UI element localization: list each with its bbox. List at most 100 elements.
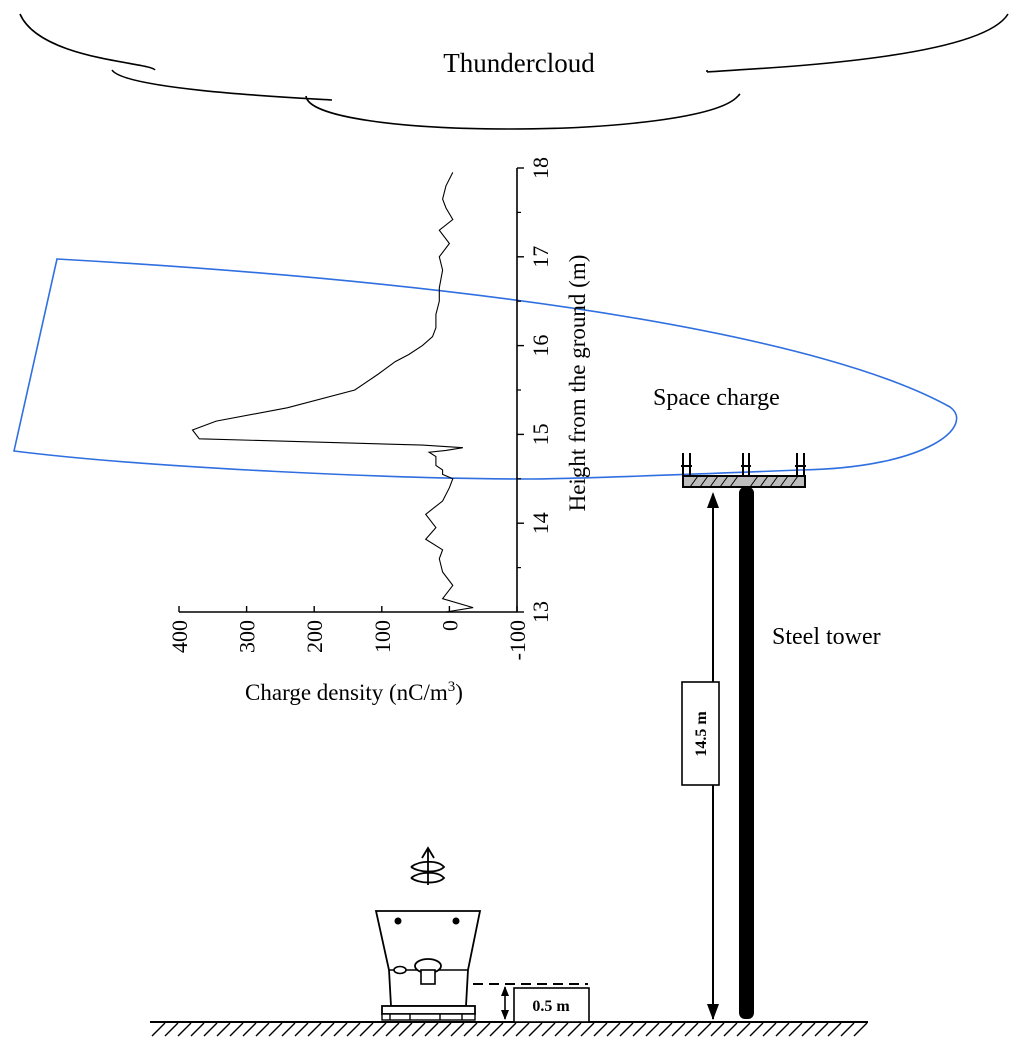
space-charge-label: Space charge (653, 385, 780, 411)
ground-hatch-line (372, 1022, 387, 1037)
ground-hatch-line (671, 1022, 686, 1037)
ground-hatch-line (294, 1022, 309, 1037)
rotation-arrow-icon (410, 846, 446, 885)
y-axis-label: Height from the ground (m) (565, 255, 590, 512)
ground-hatch-line (242, 1022, 257, 1037)
tower-pole (739, 487, 754, 1019)
y-axis-ticks: 13 14 15 16 17 18 (517, 157, 553, 623)
ground-hatch-line (502, 1022, 517, 1037)
x-axis-ticks: 400 300 200 100 0 -100 (167, 606, 530, 660)
ground-hatch-line (424, 1022, 439, 1037)
ground-hatch-line (216, 1022, 231, 1037)
ground-hatch-line (723, 1022, 738, 1037)
ground-hatch-line (268, 1022, 283, 1037)
ground-hatch-line (398, 1022, 413, 1037)
ground-hatch-line (359, 1022, 374, 1037)
ground-hatch-line (515, 1022, 530, 1037)
ground-hatch-line (814, 1022, 829, 1037)
x-tick-label: 0 (437, 620, 462, 631)
sensor-height-dimension: 0.5 m (473, 983, 590, 1023)
ground-hatch-line (229, 1022, 244, 1037)
ground-hatch-line (645, 1022, 660, 1037)
ground-hatch-line (411, 1022, 426, 1037)
sensor-height-arrow-top (501, 986, 509, 996)
ground-hatch-line (476, 1022, 491, 1037)
sensor-bolt-left (394, 917, 402, 925)
ground-hatch-line (450, 1022, 465, 1037)
space-charge-outline (13, 258, 958, 480)
insulators (681, 453, 806, 476)
ground-hatch-line (528, 1022, 543, 1037)
ground (150, 1021, 868, 1037)
x-tick-label: 400 (167, 620, 192, 653)
y-tick-label: 18 (528, 157, 553, 179)
dimension-arrow-top (707, 492, 719, 508)
field-mill-sensor (374, 846, 482, 1021)
ground-hatch-line (788, 1022, 803, 1037)
ground-hatch-line (281, 1022, 296, 1037)
ground-hatch-line (190, 1022, 205, 1037)
ground-hatch-line (801, 1022, 816, 1037)
ground-hatch-line (710, 1022, 725, 1037)
x-tick-label: 300 (235, 620, 260, 653)
space-charge-region: Space charge (13, 258, 958, 480)
ground-hatch-line (346, 1022, 361, 1037)
ground-hatch-line (320, 1022, 335, 1037)
ground-hatch-line (151, 1022, 166, 1037)
ground-hatch-line (684, 1022, 699, 1037)
sensor-height-label: 0.5 m (532, 998, 570, 1015)
ground-hatch-line (164, 1022, 179, 1037)
tower-height-label: 14.5 m (693, 711, 710, 757)
ground-hatch-line (762, 1022, 777, 1037)
steel-tower: Steel tower 14.5 m (681, 453, 881, 1020)
y-tick-label: 15 (528, 423, 553, 445)
ground-hatch-line (333, 1022, 348, 1037)
sensor-height-box (513, 987, 590, 1023)
charge-density-chart: 400 300 200 100 0 -100 13 14 15 16 17 18 Charge de… (167, 157, 590, 705)
ground-hatch-line (593, 1022, 608, 1037)
ground-hatch-line (463, 1022, 478, 1037)
ground-hatch-line (437, 1022, 452, 1037)
ground-hatch-line (632, 1022, 647, 1037)
ground-hatch-line (697, 1022, 712, 1037)
ground-hatch-line (749, 1022, 764, 1037)
tower-height-box (681, 681, 720, 786)
ground-hatch-line (255, 1022, 270, 1037)
crossarm-hatch (689, 475, 799, 488)
ground-hatch-line (840, 1022, 855, 1037)
y-tick-label: 17 (528, 246, 553, 268)
y-tick-label: 14 (528, 512, 553, 534)
dimension-arrow-bottom (707, 1004, 719, 1020)
thundercloud-label: Thundercloud (443, 48, 595, 78)
sensor-base (381, 1005, 476, 1015)
sensor-port (393, 965, 407, 975)
x-tick-label: 200 (302, 620, 327, 653)
y-tick-label: 13 (528, 601, 553, 623)
ground-hatch-line (606, 1022, 621, 1037)
thundercloud: Thundercloud (19, 13, 1009, 130)
ground-hatch-line (658, 1022, 673, 1037)
ground-hatch-line (177, 1022, 192, 1037)
ground-hatch-line (580, 1022, 595, 1037)
ground-hatch (151, 1022, 868, 1037)
ground-hatch-line (554, 1022, 569, 1037)
x-tick-label: 100 (370, 620, 395, 653)
steel-tower-label: Steel tower (772, 624, 881, 650)
sensor-knob-stem (420, 969, 436, 985)
ground-hatch-line (853, 1022, 868, 1037)
x-axis-label: Charge density (nC/m3) (245, 679, 463, 705)
sensor-feet (381, 1013, 476, 1021)
cloud-inner-lines (706, 70, 741, 97)
sensor-feet-lines (389, 1014, 463, 1020)
ground-hatch-line (619, 1022, 634, 1037)
x-tick-label: -100 (505, 620, 530, 660)
charge-density-profile-line (191, 172, 474, 613)
sensor-height-arrow-bottom (501, 1010, 509, 1020)
ground-hatch-line (775, 1022, 790, 1037)
ground-hatch-line (385, 1022, 400, 1037)
ground-hatch-line (203, 1022, 218, 1037)
ground-hatch-line (541, 1022, 556, 1037)
y-tick-label: 16 (528, 335, 553, 357)
